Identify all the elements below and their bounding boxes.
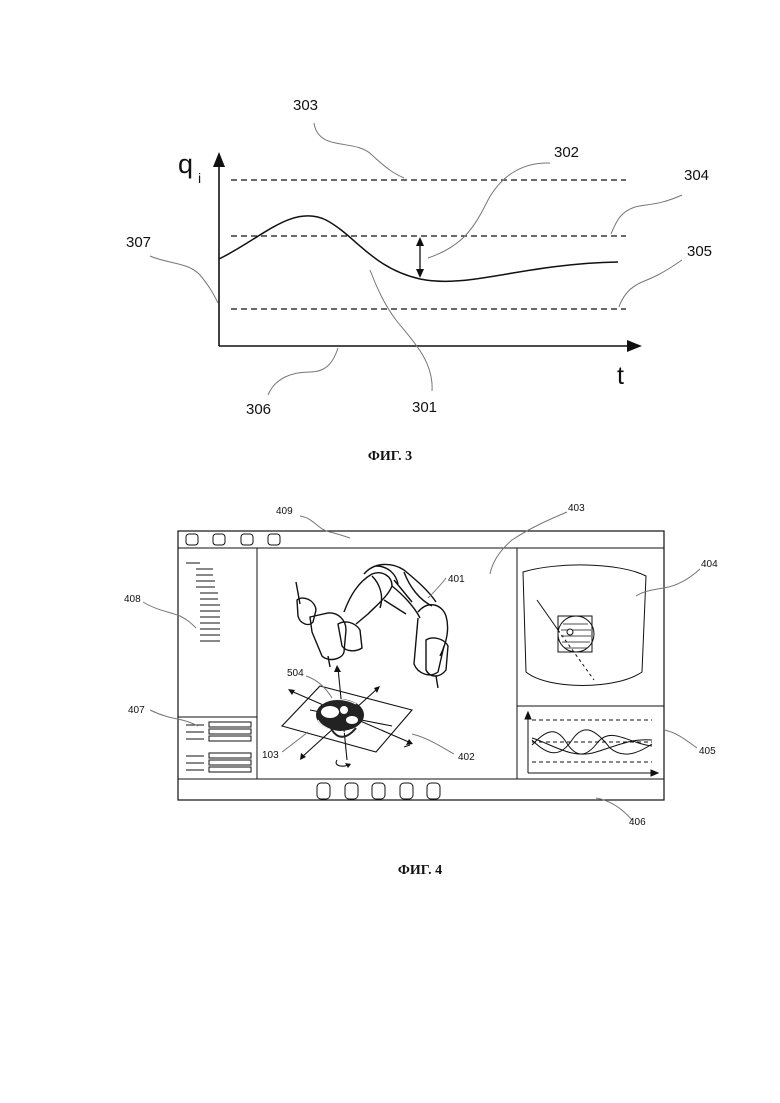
- mini-chart-panel: [525, 712, 658, 776]
- callout-305: 305: [687, 243, 712, 260]
- figure-3-caption: ФИГ. 3: [368, 449, 412, 464]
- leader-301: [370, 270, 432, 391]
- top-toolbar: [186, 534, 280, 545]
- callout-307: 307: [126, 234, 151, 251]
- parameter-panel: [186, 722, 251, 772]
- y-axis-subscript: i: [198, 170, 201, 186]
- callout-409: 409: [276, 506, 293, 517]
- leader-409: [300, 516, 350, 538]
- distance-arrow-head-bottom: [416, 269, 424, 278]
- figure-4: 409 403 401 404 408 504 407 103 402 405 …: [124, 503, 718, 878]
- callout-405: 405: [699, 746, 716, 757]
- robot-arm: [296, 564, 448, 688]
- x-axis-arrow: [627, 340, 642, 352]
- parameter-field[interactable]: [209, 753, 251, 758]
- parameter-field[interactable]: [209, 722, 251, 727]
- callout-306: 306: [246, 401, 271, 418]
- callout-304: 304: [684, 167, 709, 184]
- workpiece: [316, 699, 364, 737]
- leader-305: [619, 260, 682, 307]
- callout-408: 408: [124, 594, 141, 605]
- figure-3: q i t 303 302 304 307 305 306 301 ФИГ. 3: [126, 97, 712, 464]
- leader-405: [664, 730, 697, 748]
- leader-403: [490, 512, 567, 574]
- leader-306: [268, 348, 338, 395]
- leader-407: [150, 710, 198, 726]
- y-axis-arrow: [213, 152, 225, 167]
- callout-406: 406: [629, 817, 646, 828]
- leader-401: [428, 578, 446, 598]
- distance-arrow-head-top: [416, 237, 424, 246]
- leader-302: [428, 163, 550, 258]
- bottom-toolbar: [317, 783, 440, 799]
- parameter-field[interactable]: [209, 760, 251, 765]
- parameter-field[interactable]: [209, 729, 251, 734]
- toolbar-button[interactable]: [427, 783, 440, 799]
- callout-504: 504: [287, 668, 304, 679]
- x-axis-label: t: [617, 362, 624, 390]
- y-axis-label: q: [178, 149, 193, 179]
- callout-303: 303: [293, 97, 318, 114]
- ultrasound-panel: [523, 565, 646, 686]
- toolbar-button[interactable]: [213, 534, 225, 545]
- toolbar-button[interactable]: [345, 783, 358, 799]
- leader-307: [150, 256, 218, 303]
- toolbar-button[interactable]: [400, 783, 413, 799]
- callout-103: 103: [262, 750, 279, 761]
- leader-402: [412, 734, 454, 754]
- leader-408: [143, 602, 196, 628]
- callout-403: 403: [568, 503, 585, 514]
- toolbar-button[interactable]: [241, 534, 253, 545]
- figure-4-caption: ФИГ. 4: [398, 863, 442, 878]
- toolbar-button[interactable]: [372, 783, 385, 799]
- leader-303: [314, 123, 404, 178]
- leader-103: [282, 732, 308, 752]
- list-panel: [186, 563, 220, 641]
- callout-401: 401: [448, 574, 465, 585]
- callout-407: 407: [128, 705, 145, 716]
- callout-402: 402: [458, 752, 475, 763]
- callout-301: 301: [412, 399, 437, 416]
- toolbar-button[interactable]: [186, 534, 198, 545]
- toolbar-button[interactable]: [268, 534, 280, 545]
- leader-406: [596, 798, 632, 820]
- callout-302: 302: [554, 144, 579, 161]
- callout-404: 404: [701, 559, 718, 570]
- leader-304: [611, 195, 682, 234]
- toolbar-button[interactable]: [317, 783, 330, 799]
- parameter-field[interactable]: [209, 736, 251, 741]
- parameter-field[interactable]: [209, 767, 251, 772]
